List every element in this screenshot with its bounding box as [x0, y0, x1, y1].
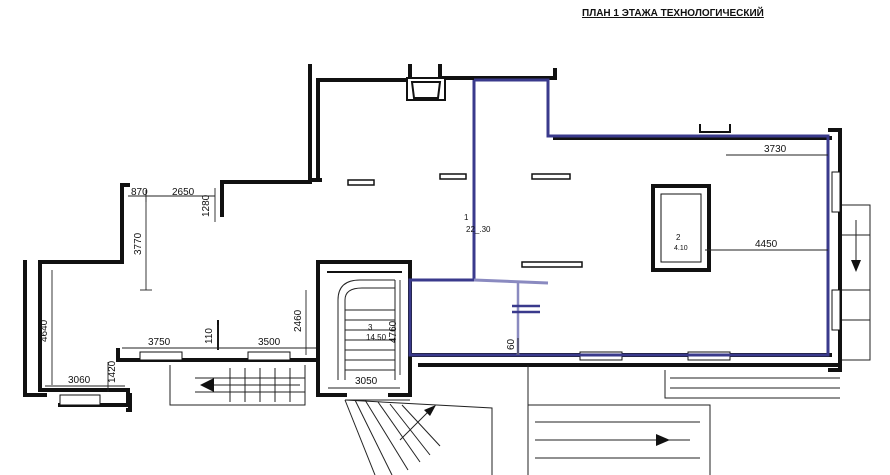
- dim-4450: 4450: [755, 239, 778, 250]
- dim-3050: 3050: [355, 376, 378, 387]
- dim-2460: 2460: [293, 309, 304, 332]
- dim-3730: 3730: [764, 144, 787, 155]
- room-labels: 1 22_.30 2 4.10 3 14.50: [366, 213, 688, 342]
- staircase: [337, 279, 396, 380]
- dim-4640: 4640: [39, 319, 50, 342]
- fixtures: [347, 173, 583, 268]
- dim-4760: 4760: [388, 320, 399, 343]
- exterior-steps: [169, 204, 871, 475]
- dim-3750: 3750: [148, 337, 171, 348]
- dim-1280: 1280: [201, 194, 212, 217]
- room-1-number: 1: [464, 213, 469, 222]
- plan-title: ПЛАН 1 ЭТАЖА ТЕХНОЛОГИЧЕСКИЙ: [582, 6, 764, 19]
- dim-3500: 3500: [258, 337, 281, 348]
- dimension-labels: 870 2650 1280 3770 4640 3750 110 3500 24…: [39, 144, 787, 387]
- dim-3770: 3770: [133, 232, 144, 255]
- dim-110: 110: [204, 328, 215, 344]
- dim-1420: 1420: [107, 360, 118, 383]
- shaft-room-2: [651, 184, 711, 272]
- room-3-area: 14.50: [366, 333, 387, 342]
- room-3-number: 3: [368, 323, 373, 332]
- room-1-area: 22_.30: [466, 225, 491, 234]
- highlighted-zone: [408, 78, 830, 357]
- room-2-area: 4.10: [674, 245, 688, 252]
- room-2-number: 2: [676, 233, 681, 242]
- dimension-lines: [45, 154, 828, 392]
- dim-870: 870: [131, 187, 148, 198]
- dim-3060: 3060: [68, 375, 91, 386]
- dim-2650: 2650: [172, 187, 195, 198]
- dim-60: 60: [506, 338, 517, 350]
